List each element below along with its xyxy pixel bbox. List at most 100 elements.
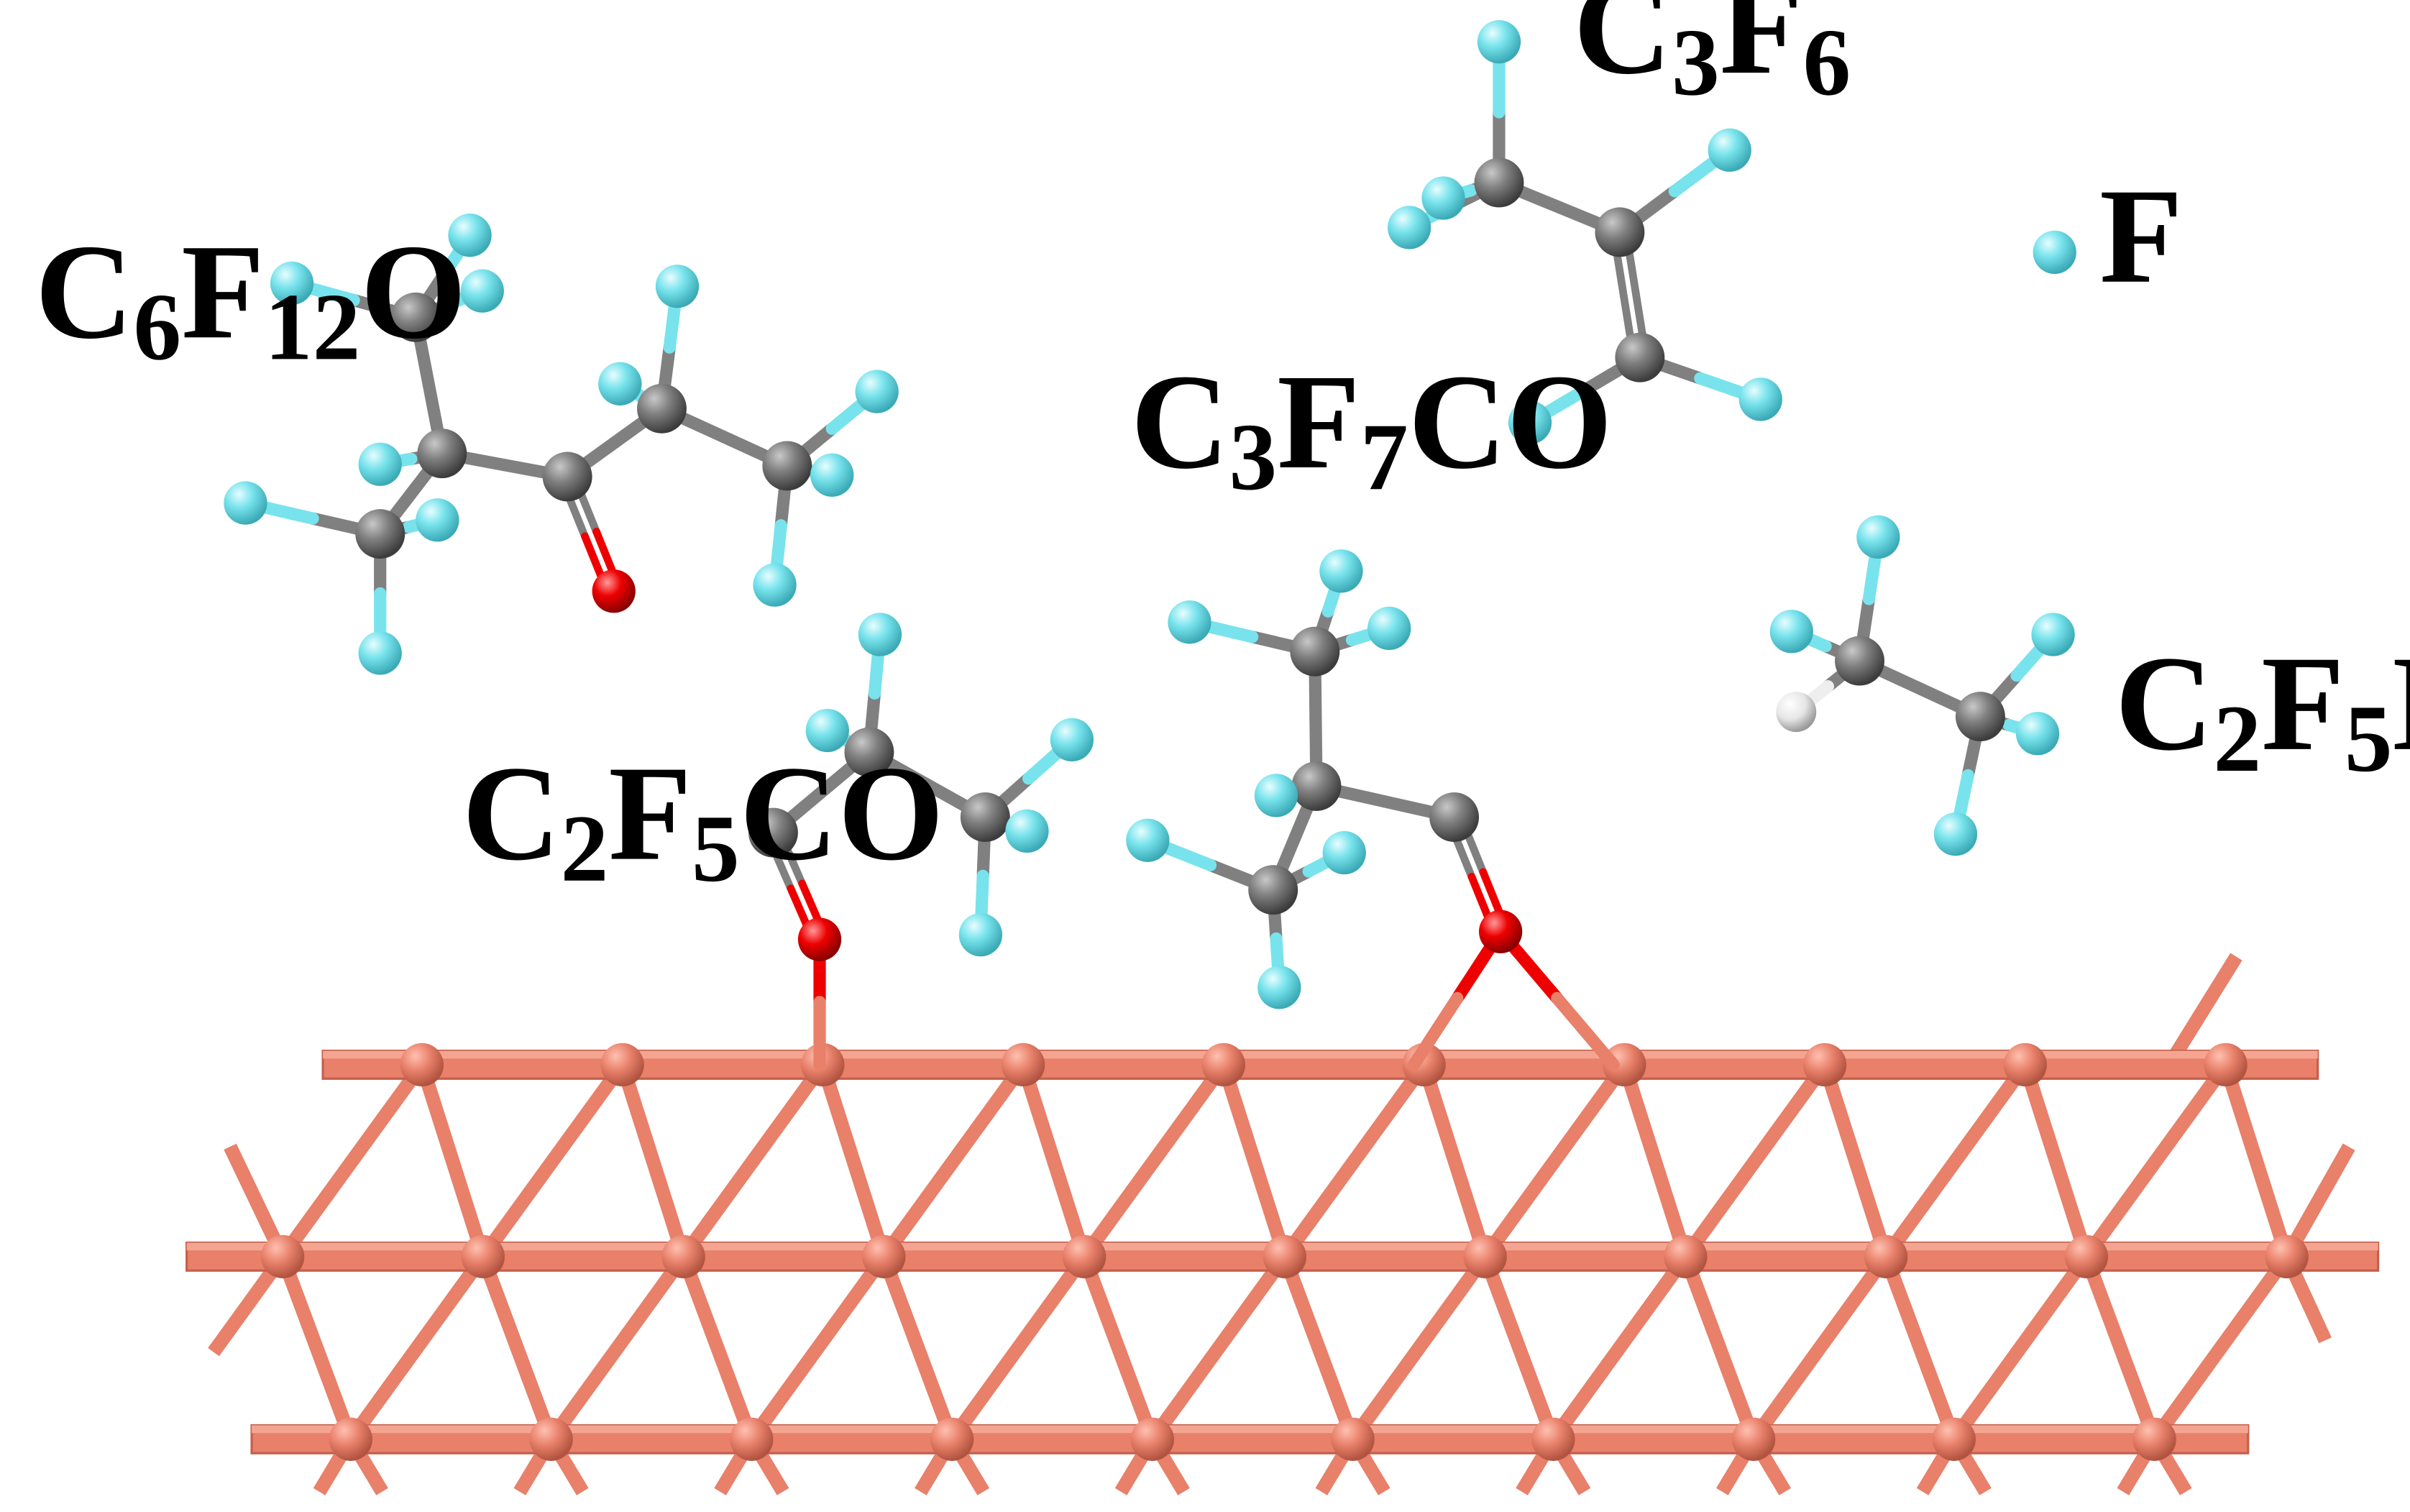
copper-atom bbox=[600, 1043, 644, 1087]
fluorine-atom bbox=[1322, 830, 1366, 875]
label-c2f5co: C2F5CO bbox=[462, 738, 944, 902]
copper-atom bbox=[862, 1234, 906, 1278]
carbon-atom bbox=[1835, 636, 1884, 686]
fluorine-atom bbox=[270, 261, 314, 306]
carbon-atom bbox=[637, 383, 687, 434]
fluorine-atom bbox=[1367, 606, 1411, 651]
fluorine-atom bbox=[858, 613, 902, 656]
copper-atom bbox=[1463, 1234, 1507, 1278]
fluorine-atom bbox=[448, 214, 492, 257]
label-f: F bbox=[2099, 160, 2183, 311]
fluorine-atom bbox=[1005, 809, 1049, 853]
copper-atom bbox=[661, 1234, 705, 1278]
lattice-bond bbox=[2159, 953, 2242, 1075]
copper-atom bbox=[1731, 1417, 1776, 1461]
lattice-bond bbox=[341, 1247, 493, 1449]
copper-atom bbox=[400, 1043, 444, 1087]
fluorine-atom bbox=[1933, 812, 1978, 856]
copper-atom bbox=[260, 1234, 305, 1278]
fluorine-atom bbox=[598, 362, 642, 406]
fluorine-atom bbox=[1708, 128, 1751, 172]
lattice-bond bbox=[474, 1247, 561, 1449]
fluorine-atom bbox=[753, 563, 797, 607]
fluorine-atom bbox=[855, 370, 899, 413]
lattice-bond bbox=[814, 1055, 893, 1266]
lattice-bond bbox=[874, 1247, 961, 1449]
fluorine-atom bbox=[224, 481, 267, 525]
fluorine-atom bbox=[1254, 774, 1298, 817]
copper-atom bbox=[1201, 1043, 1245, 1087]
fluorine-atom bbox=[1477, 19, 1521, 64]
lattice-bond bbox=[541, 1247, 694, 1449]
lattice-bond bbox=[1075, 1247, 1162, 1449]
copper-atom bbox=[1603, 1043, 1646, 1087]
fluorine-atom bbox=[460, 269, 504, 313]
lattice-bond bbox=[1543, 1247, 1695, 1449]
label-c6f12o: C6F12O bbox=[35, 216, 467, 380]
lattice-bond bbox=[1877, 1247, 1964, 1449]
copper-atom bbox=[1802, 1043, 1847, 1087]
copper-atom bbox=[730, 1417, 774, 1461]
carbon-atom bbox=[1615, 332, 1665, 382]
lattice-bond bbox=[1675, 1055, 1835, 1267]
lattice-bond bbox=[942, 1247, 1094, 1449]
lattice-bond bbox=[473, 1055, 633, 1267]
copper-atom bbox=[1531, 1417, 1575, 1461]
carbon-atom bbox=[417, 429, 467, 479]
lattice-bond bbox=[1616, 1055, 1695, 1266]
lattice-rail-highlight bbox=[252, 1425, 2248, 1434]
copper-atom bbox=[2132, 1417, 2176, 1461]
fluorine-atom bbox=[655, 265, 700, 308]
fluorine-atom bbox=[1050, 718, 1094, 762]
fluorine-atom bbox=[2015, 712, 2060, 756]
fluorine-atom bbox=[1257, 966, 1301, 1009]
lattice-bond bbox=[1676, 1247, 1763, 1449]
carbon-atom bbox=[1955, 692, 2005, 742]
lattice-atoms bbox=[260, 1043, 2309, 1461]
lattice-bond bbox=[613, 1055, 692, 1266]
copper-atom bbox=[529, 1417, 573, 1461]
copper-atom bbox=[2003, 1043, 2047, 1087]
copper-atom bbox=[2265, 1234, 2309, 1278]
lattice-bond bbox=[741, 1247, 894, 1449]
label-c2f5h: C2F5H bbox=[2115, 628, 2410, 792]
carbon-atom bbox=[542, 452, 592, 502]
copper-atom bbox=[1864, 1234, 1908, 1278]
fluorine-atom bbox=[958, 912, 1003, 957]
lattice-bond bbox=[2217, 1055, 2296, 1266]
lattice-bond bbox=[1275, 1055, 1434, 1267]
fluorine-atom bbox=[1769, 610, 1813, 654]
lattice-bond bbox=[413, 1055, 492, 1266]
lattice-bond bbox=[1815, 1055, 1895, 1266]
lattice-bond bbox=[1876, 1055, 2035, 1267]
copper-atom bbox=[1001, 1043, 1045, 1087]
fluorine-atom bbox=[358, 442, 402, 486]
carbon-atom bbox=[390, 292, 441, 342]
copper-atom bbox=[1664, 1234, 1708, 1278]
lattice-bond bbox=[2076, 1055, 2236, 1267]
copper-atom bbox=[1331, 1417, 1375, 1461]
carbon-atom bbox=[960, 792, 1010, 842]
label-c3f7co: C3F7CO bbox=[1131, 346, 1613, 510]
copper-surface-lattice bbox=[185, 953, 2380, 1495]
bond-segment bbox=[1551, 991, 1620, 1071]
copper-atom bbox=[1932, 1417, 1976, 1461]
copper-atom bbox=[1263, 1234, 1306, 1278]
copper-atom bbox=[1402, 1043, 1446, 1087]
fluorine-atom bbox=[1319, 549, 1363, 593]
fluorine-atom bbox=[1508, 400, 1552, 444]
fluorine-atom bbox=[1421, 176, 1465, 220]
lattice-bond bbox=[1014, 1055, 1094, 1266]
fluorine-atom bbox=[1738, 377, 1782, 421]
lattice-bond bbox=[1214, 1055, 1294, 1266]
fluorine-atom bbox=[805, 708, 849, 753]
carbon-atom bbox=[1429, 792, 1479, 842]
hydrogen-atom bbox=[1776, 692, 1817, 733]
lattice-bond bbox=[674, 1247, 761, 1449]
fluorine-atom bbox=[1856, 515, 1900, 559]
fluorine-atom bbox=[1387, 206, 1431, 249]
lattice-bond bbox=[1074, 1055, 1234, 1267]
copper-atom bbox=[1130, 1417, 1174, 1461]
lattice-rails bbox=[185, 1049, 2380, 1454]
